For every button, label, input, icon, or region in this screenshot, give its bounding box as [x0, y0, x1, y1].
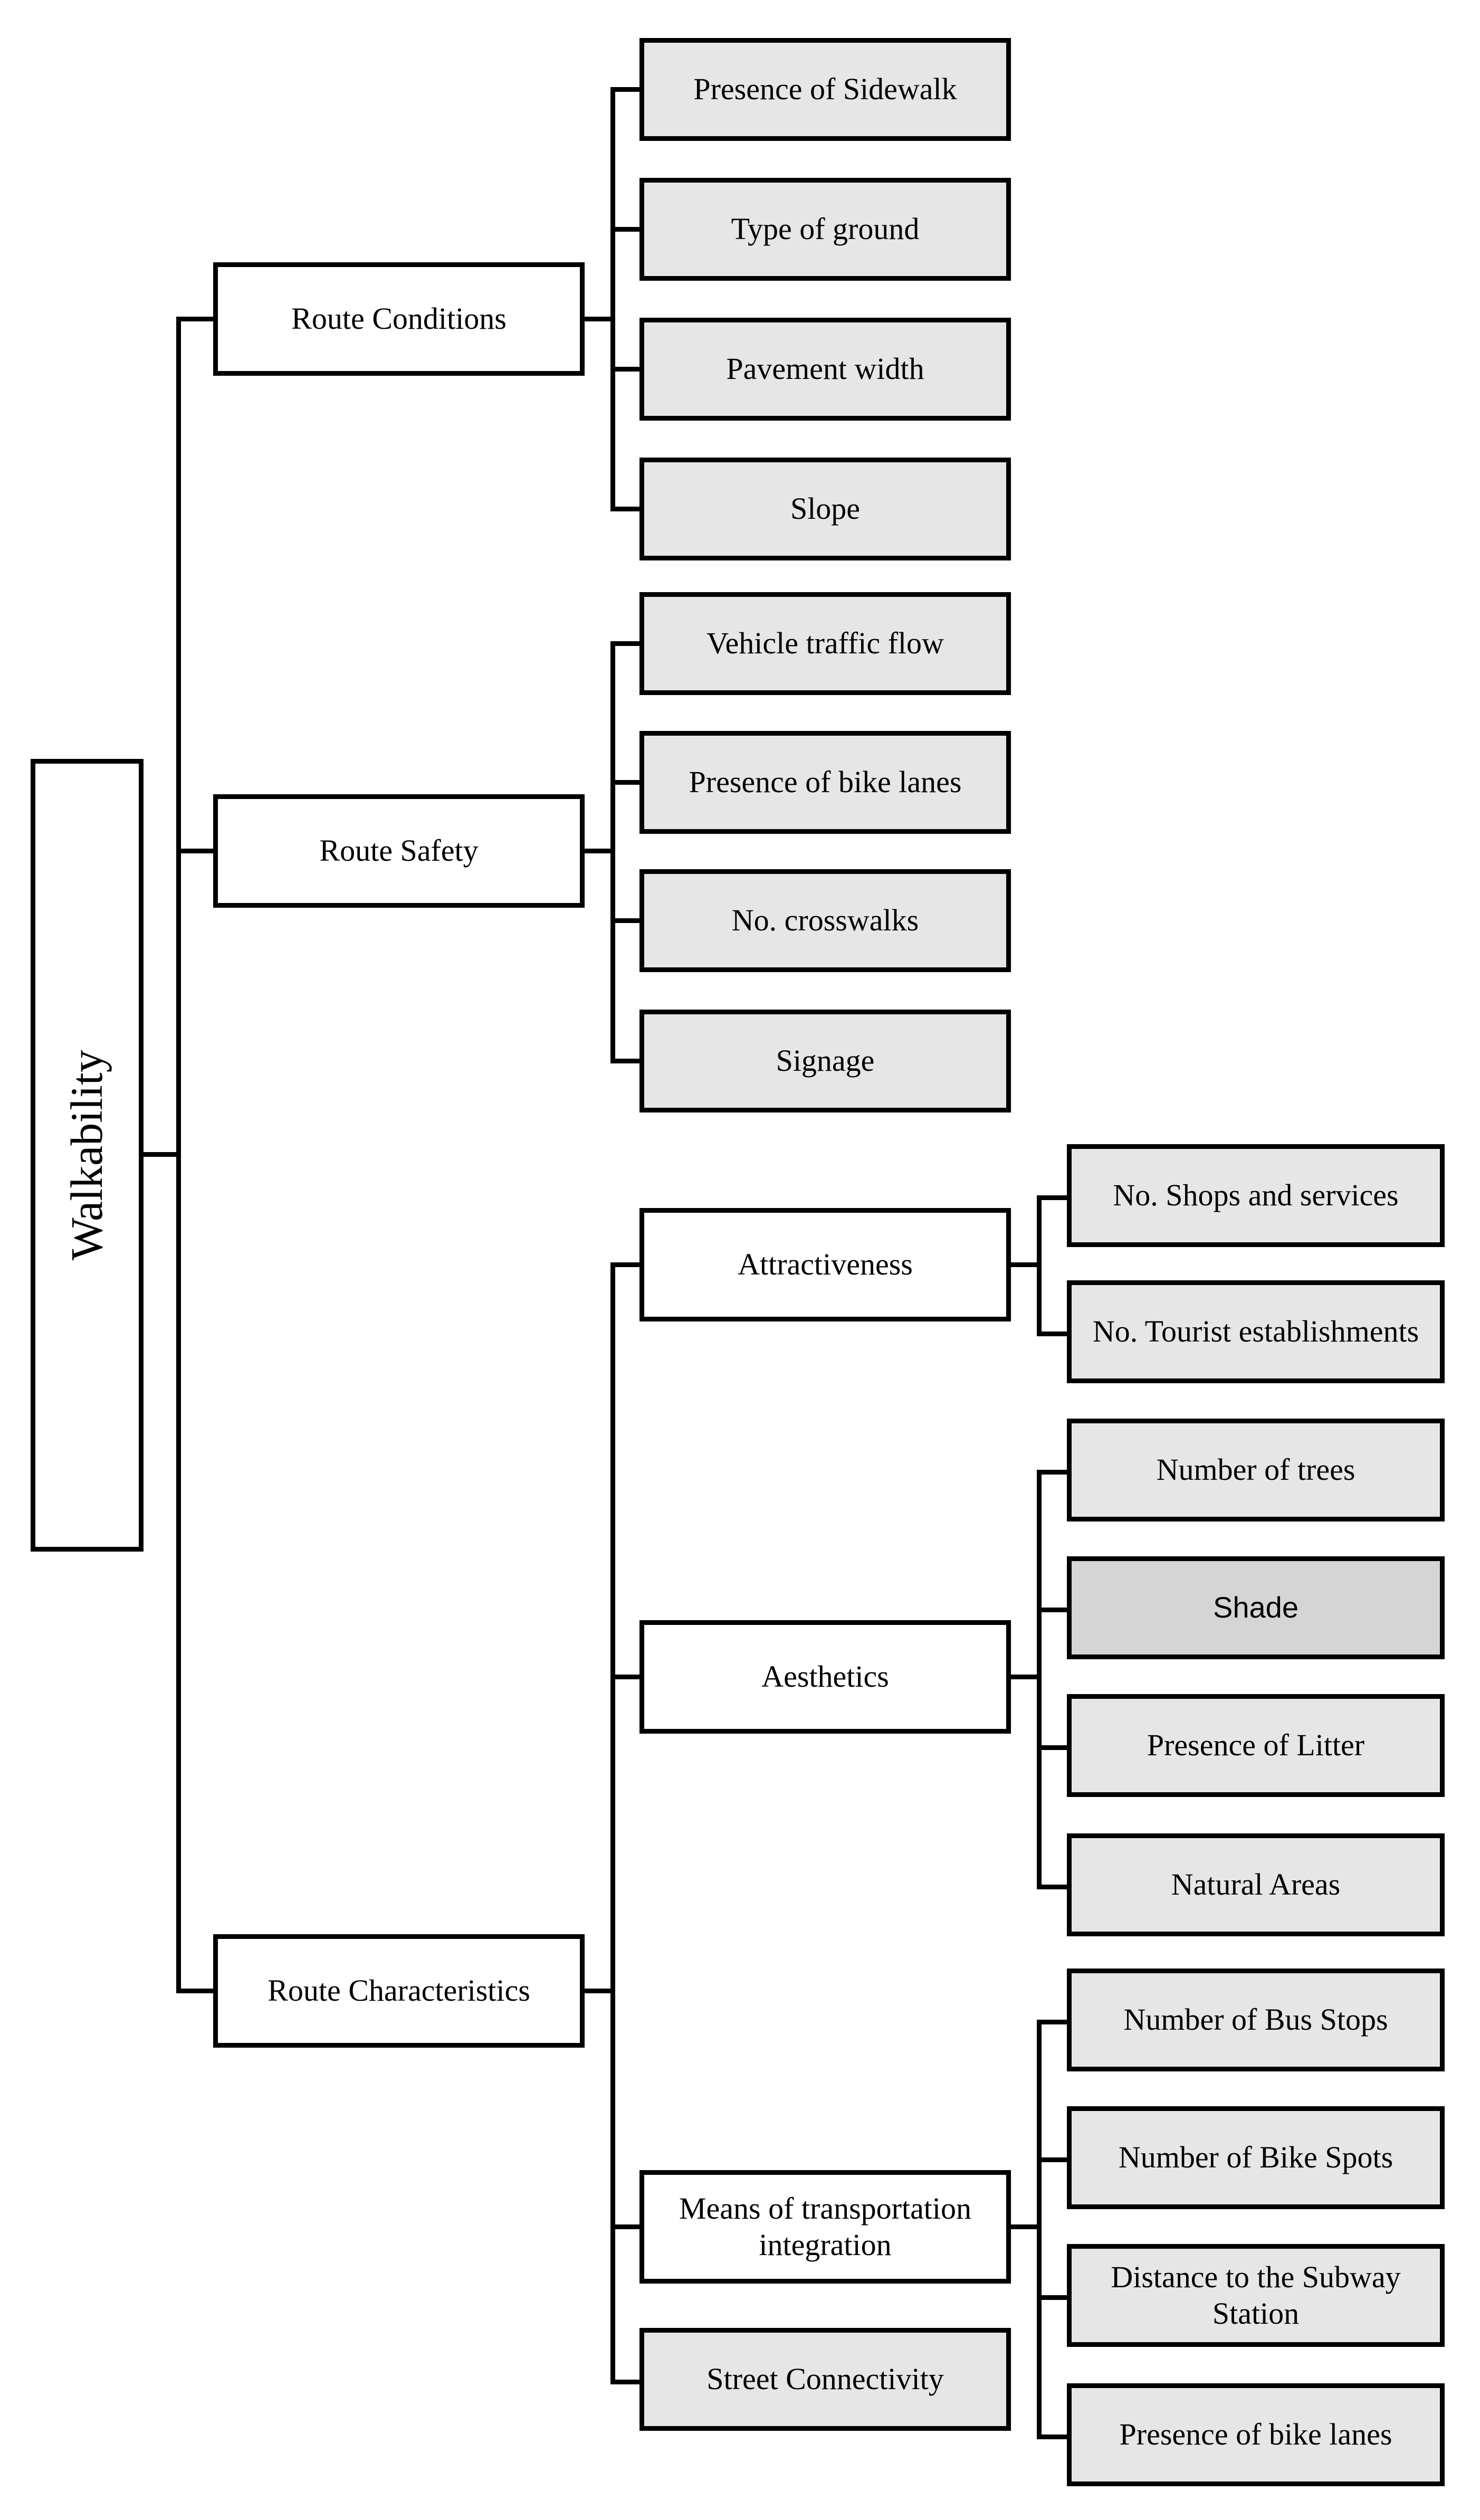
edge-to-signage: [610, 1059, 641, 1063]
leaf-presence-of-litter-label: Presence of Litter: [1147, 1728, 1365, 1763]
category-route-conditions-label: Route Conditions: [291, 301, 507, 336]
edge-means-stub: [1011, 2224, 1042, 2229]
edge-to-number-of-bike-spots: [1037, 2157, 1067, 2162]
category-route-conditions[interactable]: Route Conditions: [213, 262, 585, 376]
leaf-number-of-bike-spots[interactable]: Number of Bike Spots: [1067, 2106, 1445, 2209]
edge-to-means-of-transportation: [610, 2224, 641, 2229]
category-route-safety[interactable]: Route Safety: [213, 794, 585, 908]
subcategory-aesthetics[interactable]: Aesthetics: [639, 1620, 1011, 1734]
edge-trunk-to-route-conditions: [176, 317, 213, 321]
category-route-characteristics-label: Route Characteristics: [268, 1973, 530, 2008]
leaf-no-shops-and-services-label: No. Shops and services: [1113, 1178, 1399, 1213]
edge-to-presence-of-litter: [1037, 1745, 1067, 1750]
leaf-presence-of-bike-lanes-transport-label: Presence of bike lanes: [1119, 2417, 1392, 2452]
leaf-no-crosswalks[interactable]: No. crosswalks: [639, 869, 1011, 972]
edge-to-presence-of-sidewalk: [610, 87, 641, 92]
edge-to-aesthetics: [610, 1675, 641, 1679]
subcategory-attractiveness-label: Attractiveness: [738, 1247, 913, 1282]
leaf-presence-of-bike-lanes[interactable]: Presence of bike lanes: [639, 731, 1011, 834]
leaf-slope[interactable]: Slope: [639, 458, 1011, 560]
edge-to-number-of-trees: [1037, 1470, 1067, 1475]
edge-aesthetics-stub: [1011, 1675, 1042, 1679]
leaf-natural-areas[interactable]: Natural Areas: [1067, 1833, 1445, 1936]
leaf-shade[interactable]: Shade: [1067, 1556, 1445, 1659]
edge-to-slope: [610, 507, 641, 511]
leaf-number-of-bus-stops[interactable]: Number of Bus Stops: [1067, 1969, 1445, 2071]
leaf-street-connectivity-label: Street Connectivity: [706, 2362, 944, 2397]
leaf-distance-to-the-subway-station[interactable]: Distance to the Subway Station: [1067, 2244, 1445, 2347]
leaf-vehicle-traffic-flow[interactable]: Vehicle traffic flow: [639, 592, 1011, 695]
edge-attractiveness-subtrunk: [1037, 1195, 1042, 1336]
leaf-presence-of-bike-lanes-label: Presence of bike lanes: [689, 765, 962, 800]
edge-to-type-of-ground: [610, 227, 641, 232]
subcategory-means-of-transportation-integration-label: Means of transportation integration: [679, 2191, 972, 2262]
edge-to-no-tourist-establishments: [1037, 1332, 1067, 1336]
leaf-pavement-width-label: Pavement width: [726, 351, 924, 386]
edge-route-safety-stub: [585, 849, 615, 853]
leaf-shade-label: Shade: [1213, 1591, 1298, 1624]
leaf-presence-of-sidewalk[interactable]: Presence of Sidewalk: [639, 38, 1011, 141]
edge-main-trunk: [176, 317, 181, 1993]
leaf-no-tourist-establishments-label: No. Tourist establishments: [1092, 1314, 1419, 1349]
edge-route-conditions-stub: [585, 317, 615, 321]
leaf-natural-areas-label: Natural Areas: [1171, 1867, 1341, 1902]
edge-to-vehicle-traffic-flow: [610, 641, 641, 646]
leaf-vehicle-traffic-flow-label: Vehicle traffic flow: [706, 626, 944, 661]
edge-to-attractiveness: [610, 1262, 641, 1267]
edge-to-street-connectivity: [610, 2380, 641, 2384]
leaf-type-of-ground-label: Type of ground: [731, 212, 920, 246]
leaf-presence-of-litter[interactable]: Presence of Litter: [1067, 1694, 1445, 1797]
edge-trunk-to-route-characteristics: [176, 1989, 213, 1993]
edge-to-natural-areas: [1037, 1885, 1067, 1889]
leaf-no-shops-and-services[interactable]: No. Shops and services: [1067, 1144, 1445, 1247]
edge-route-characteristics-stub: [585, 1989, 615, 1993]
leaf-number-of-trees-label: Number of trees: [1156, 1452, 1355, 1487]
leaf-presence-of-sidewalk-label: Presence of Sidewalk: [693, 72, 957, 107]
edge-attractiveness-stub: [1011, 1262, 1042, 1267]
edge-to-distance-to-subway: [1037, 2295, 1067, 2300]
root-node-walkability[interactable]: Walkability: [31, 759, 144, 1552]
category-route-characteristics[interactable]: Route Characteristics: [213, 1934, 585, 2048]
edge-route-characteristics-subtrunk: [610, 1262, 615, 2384]
leaf-distance-to-the-subway-station-label: Distance to the Subway Station: [1111, 2260, 1401, 2331]
category-route-safety-label: Route Safety: [319, 833, 479, 868]
edge-to-shade: [1037, 1608, 1067, 1612]
edge-to-presence-of-bike-lanes: [610, 780, 641, 785]
leaf-no-tourist-establishments[interactable]: No. Tourist establishments: [1067, 1280, 1445, 1383]
edge-root-stub: [144, 1152, 180, 1157]
leaf-number-of-trees[interactable]: Number of trees: [1067, 1419, 1445, 1521]
edge-route-safety-subtrunk: [610, 641, 615, 1063]
leaf-slope-label: Slope: [790, 491, 861, 526]
edge-to-pavement-width: [610, 367, 641, 372]
leaf-type-of-ground[interactable]: Type of ground: [639, 178, 1011, 281]
edge-to-no-crosswalks: [610, 918, 641, 923]
leaf-signage-label: Signage: [776, 1043, 875, 1078]
leaf-street-connectivity[interactable]: Street Connectivity: [639, 2328, 1011, 2431]
edge-aesthetics-subtrunk: [1037, 1470, 1042, 1889]
leaf-number-of-bus-stops-label: Number of Bus Stops: [1123, 2002, 1388, 2037]
leaf-number-of-bike-spots-label: Number of Bike Spots: [1118, 2140, 1393, 2175]
edge-to-number-of-bus-stops: [1037, 2020, 1067, 2024]
edge-to-no-shops-and-services: [1037, 1195, 1067, 1200]
edge-route-conditions-subtrunk: [610, 87, 615, 509]
edge-trunk-to-route-safety: [176, 849, 213, 853]
leaf-no-crosswalks-label: No. crosswalks: [731, 903, 919, 938]
subcategory-means-of-transportation-integration[interactable]: Means of transportation integration: [639, 2170, 1011, 2284]
root-node-label: Walkability: [61, 1050, 112, 1261]
subcategory-aesthetics-label: Aesthetics: [761, 1659, 889, 1694]
leaf-pavement-width[interactable]: Pavement width: [639, 318, 1011, 421]
leaf-presence-of-bike-lanes-transport[interactable]: Presence of bike lanes: [1067, 2383, 1445, 2486]
edge-to-presence-of-bike-lanes-2: [1037, 2435, 1067, 2439]
subcategory-attractiveness[interactable]: Attractiveness: [639, 1208, 1011, 1321]
edge-means-subtrunk: [1037, 2020, 1042, 2439]
leaf-signage[interactable]: Signage: [639, 1010, 1011, 1112]
